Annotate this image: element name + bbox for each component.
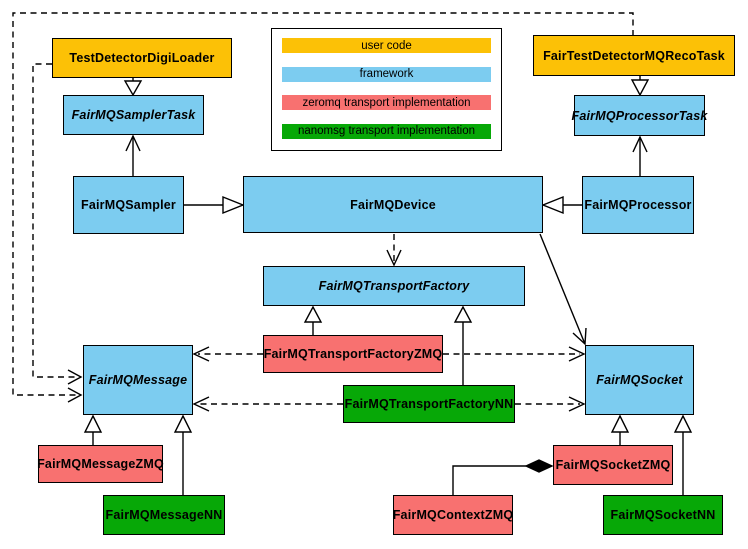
legend-label: nanomsg transport implementation [297,125,476,138]
edge-composition-contextzmq-socketzmq [452,459,554,495]
edge-inheritance-tfzmq-transportfactory [303,305,323,335]
edge-dependency-recotask-message [12,12,634,403]
node-fairmqcontextzmq: FairMQContextZMQ [393,495,513,535]
node-fairmqprocessortask: FairMQProcessorTask [571,95,707,136]
edge-inheritance-digiloader-samplertask [123,78,143,97]
edge-inheritance-messagezmq-message [83,414,103,445]
legend-item-nanomsg: nanomsg transport implementation [282,123,491,139]
node-fairmqprocessor: FairMQProcessor [582,176,694,234]
edge-association-device-socket [539,233,587,346]
edge-dependency-tfnn-socket [515,396,586,412]
legend-label: framework [359,68,414,81]
edge-inheritance-recotask-processortask [630,76,650,97]
node-fairmqmessagezmq: FairMQMessageZMQ [37,445,164,483]
node-fairmqsamplertask: FairMQSamplerTask [63,95,204,135]
edge-dependency-tfnn-message [192,396,343,412]
node-fairmqsocket: FairMQSocket [585,345,694,415]
node-fairmqsocketzmq: FairMQSocketZMQ [553,445,673,485]
node-testdetectordigiloader: TestDetectorDigiLoader [52,38,232,78]
edge-inheritance-processor-device [541,195,582,215]
edge-association-processor-processortask [632,135,648,176]
edge-inheritance-socketzmq-socket [610,414,630,445]
node-fairmqdevice: FairMQDevice [243,176,543,233]
legend-item-zeromq: zeromq transport implementation [282,95,491,111]
node-fairmqtransportfactoryzmq: FairMQTransportFactoryZMQ [263,335,443,373]
legend-item-user-code: user code [282,38,491,53]
legend: user code framework zeromq transport imp… [271,28,502,151]
edge-inheritance-sampler-device [184,195,245,215]
edge-association-sampler-samplertask [125,134,141,176]
legend-item-framework: framework [282,66,491,82]
edge-dependency-tfzmq-message [192,346,263,362]
node-fairmqmessage: FairMQMessage [83,345,193,415]
edge-inheritance-messagenn-message [173,414,193,495]
edge-dependency-device-transportfactory [386,234,402,267]
node-fairmqsocketnn: FairMQSocketNN [603,495,723,535]
node-fairmqsampler: FairMQSampler [73,176,184,234]
node-fairmqtransportfactory: FairMQTransportFactory [263,266,525,306]
edge-inheritance-tfnn-transportfactory [453,305,473,385]
edge-dependency-tfzmq-socket [443,346,586,362]
edge-dependency-digiloader-message [32,63,83,385]
legend-label: zeromq transport implementation [302,96,471,109]
node-fairmqmessagenn: FairMQMessageNN [103,495,225,535]
node-fairtestdetectormqrecotask: FairTestDetectorMQRecoTask [533,35,735,76]
node-fairmqtransportfactorynn: FairMQTransportFactoryNN [343,385,515,423]
edge-inheritance-socketnn-socket [673,414,693,495]
legend-label: user code [361,39,412,52]
